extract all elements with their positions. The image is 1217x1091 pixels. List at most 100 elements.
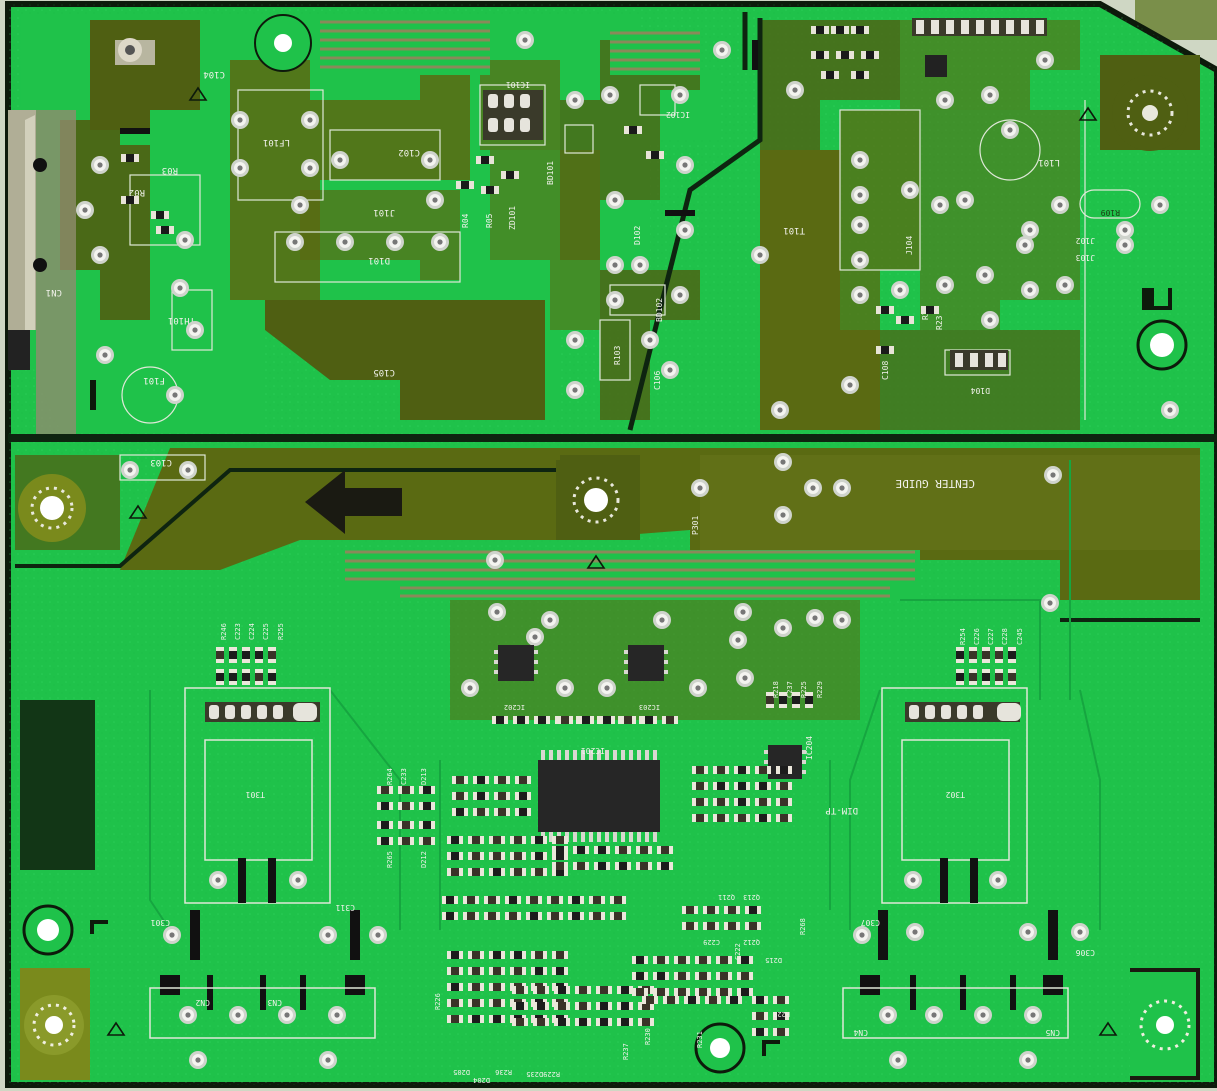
- transformer-t302: [881, 687, 1028, 904]
- smd-part: [682, 922, 698, 930]
- label-t301: T301: [246, 790, 265, 799]
- smd-part: [398, 821, 414, 829]
- ic202: [498, 645, 534, 681]
- smd-part: [632, 956, 648, 964]
- smd-part: [755, 782, 771, 790]
- smd-part: [526, 912, 542, 920]
- smd-part: [510, 868, 526, 876]
- smd-part: [447, 983, 463, 991]
- top-copper-pours: [20, 14, 1200, 430]
- smd-part: [703, 906, 719, 914]
- smd-part: [995, 647, 1003, 663]
- label-r264: R264: [386, 768, 394, 785]
- smd-part: [596, 1018, 612, 1026]
- label-d101: D101: [368, 255, 390, 265]
- bottom-capacitor-bars: [160, 910, 1063, 1010]
- label-ic102: IC102: [666, 110, 690, 119]
- smd-part: [216, 669, 224, 685]
- smd-part: [766, 692, 774, 708]
- label-c237: C237: [786, 681, 794, 698]
- label-c227: C227: [987, 628, 995, 645]
- heatsink-stripes-bottom: [345, 550, 915, 598]
- smd-part: [468, 836, 484, 844]
- smd-part: [692, 782, 708, 790]
- label-d212: D212: [420, 851, 428, 868]
- smd-part: [703, 922, 719, 930]
- label-ic201: IC201: [581, 746, 605, 755]
- smd-part: [489, 983, 505, 991]
- mounting-holes: [18, 14, 1191, 1074]
- ic203: [628, 645, 664, 681]
- smd-part: [956, 669, 964, 685]
- label-r268: R268: [799, 918, 807, 935]
- smd-part: [377, 786, 393, 794]
- label-c106: C106: [653, 371, 662, 390]
- label-c222: C222: [734, 943, 742, 960]
- smd-part: [705, 996, 721, 1004]
- smd-part: [494, 776, 510, 784]
- smd-part: [755, 814, 771, 822]
- smd-part: [594, 846, 610, 854]
- smd-part: [489, 1015, 505, 1023]
- smd-part: [568, 896, 584, 904]
- smd-part: [773, 1012, 789, 1020]
- smd-part: [713, 766, 729, 774]
- smd-part: [695, 972, 711, 980]
- section-divider: [8, 434, 1217, 442]
- label-bd101: BD101: [546, 161, 555, 185]
- smd-part: [610, 896, 626, 904]
- smd-part: [737, 988, 753, 996]
- smd-part: [792, 692, 800, 708]
- smd-part: [620, 716, 636, 724]
- label-cn2: CN2: [195, 998, 210, 1007]
- smd-part: [552, 951, 568, 959]
- label-ic203: IC203: [639, 703, 660, 711]
- smd-part: [216, 647, 224, 663]
- label-zd101: ZD101: [508, 206, 517, 230]
- smd-part: [969, 669, 977, 685]
- smd-part: [716, 988, 732, 996]
- smd-part: [468, 983, 484, 991]
- label-cn3: CN3: [267, 998, 282, 1007]
- smd-part: [589, 912, 605, 920]
- label-r03: R03: [162, 165, 178, 175]
- smd-part: [657, 846, 673, 854]
- smd-part: [554, 986, 570, 994]
- smd-part: [692, 814, 708, 822]
- label-ic101: IC101: [506, 80, 530, 89]
- transformer-t301: [184, 687, 331, 904]
- label-c225: C225: [262, 623, 270, 640]
- label-center-guide: CENTER GUIDE: [896, 477, 975, 490]
- smd-part: [982, 647, 990, 663]
- smd-part: [552, 852, 568, 860]
- label-ic204: IC204: [805, 736, 814, 760]
- smd-part: [377, 821, 393, 829]
- smd-part: [468, 967, 484, 975]
- smd-part: [463, 912, 479, 920]
- smd-part: [468, 868, 484, 876]
- smd-part: [615, 846, 631, 854]
- smd-part: [575, 986, 591, 994]
- smd-part: [982, 669, 990, 685]
- smd-part: [242, 669, 250, 685]
- smd-part: [489, 967, 505, 975]
- smd-part: [557, 716, 573, 724]
- ic-chips: [494, 645, 806, 842]
- smd-part: [398, 786, 414, 794]
- smd-part: [773, 996, 789, 1004]
- bottom-labels: T301 T302 DIM-TP IC201 IC204 CN2 CN3 CN4…: [151, 623, 1095, 1084]
- smd-part: [695, 956, 711, 964]
- label-f101: F101: [143, 375, 165, 385]
- smd-part: [632, 972, 648, 980]
- label-d205: D205: [453, 1068, 470, 1076]
- smd-part: [489, 999, 505, 1007]
- smd-part: [505, 912, 521, 920]
- smd-part: [489, 852, 505, 860]
- smd-part: [716, 972, 732, 980]
- smd-part: [663, 996, 679, 1004]
- smd-part: [745, 922, 761, 930]
- smd-part: [547, 912, 563, 920]
- label-d102: D102: [633, 226, 642, 245]
- label-c301: C301: [151, 918, 170, 927]
- smd-part: [617, 1002, 633, 1010]
